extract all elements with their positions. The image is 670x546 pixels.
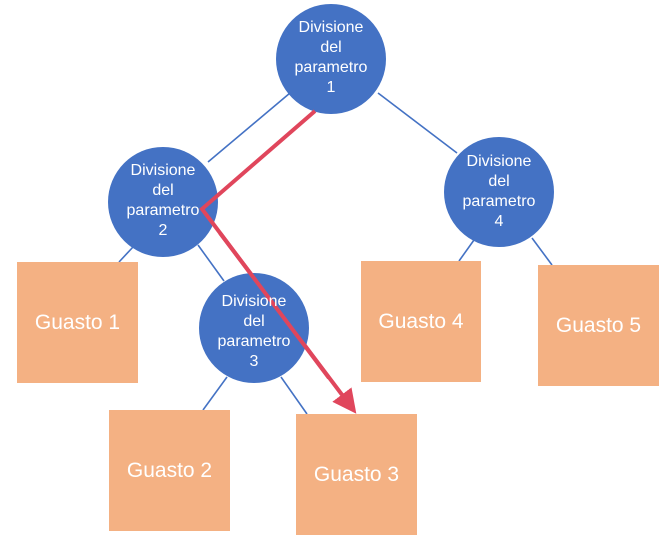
edge-split-4-fault-5: [531, 237, 553, 266]
label-line: 1: [326, 79, 336, 96]
leaf-node-fault-1[interactable]: [17, 262, 138, 383]
edge-split-3-fault-2: [202, 376, 228, 411]
label-line: parametro: [294, 59, 368, 76]
decision-node-label-split-3: Divisione del parametro 3: [199, 292, 309, 372]
label-line: Divisione: [130, 162, 196, 179]
edge-split-4-fault-4: [458, 239, 475, 262]
label-line: del: [320, 39, 342, 56]
decision-node-label-split-2: Divisione del parametro 2: [108, 161, 218, 241]
label-line: parametro: [462, 193, 536, 210]
edges: [118, 92, 553, 415]
leaf-node-label-fault-5: Guasto 5: [555, 313, 642, 337]
leaf-nodes: [17, 261, 659, 535]
label-line: del: [152, 182, 174, 199]
edge-split-2-fault-1: [118, 246, 134, 263]
leaf-node-label-fault-4: Guasto 4: [378, 309, 464, 333]
leaf-node-label-fault-2: Guasto 2: [126, 458, 213, 482]
edge-split-3-fault-3: [280, 376, 308, 415]
label-line: 4: [494, 213, 504, 230]
leaf-node-fault-4[interactable]: [361, 261, 481, 382]
leaf-node-fault-5[interactable]: [538, 265, 659, 386]
decision-node-label-split-4: Divisione del parametro 4: [444, 152, 554, 232]
label-line: del: [243, 313, 265, 330]
leaf-node-fault-2[interactable]: [109, 410, 230, 531]
leaf-node-label-fault-3: Guasto 3: [313, 462, 400, 486]
label-line: Divisione: [466, 153, 532, 170]
decision-node-split-1[interactable]: [276, 4, 386, 114]
leaf-node-fault-3[interactable]: [296, 414, 417, 535]
label-line: Divisione: [221, 293, 287, 310]
label-line: Divisione: [298, 19, 364, 36]
edge-split-1-split-4: [377, 92, 458, 154]
decision-node-split-3[interactable]: [199, 273, 309, 383]
decision-node-split-4[interactable]: [444, 137, 554, 247]
label-line: 3: [249, 353, 259, 370]
label-line: parametro: [126, 202, 200, 219]
leaf-node-label-fault-1: Guasto 1: [34, 310, 121, 334]
decision-node-split-2[interactable]: [108, 147, 218, 257]
decision-node-label-split-1: Divisione del parametro 1: [276, 18, 386, 98]
label-line: 2: [158, 222, 168, 239]
edge-split-2-split-3: [197, 244, 225, 282]
edge-split-1-split-2: [207, 92, 291, 163]
label-line: parametro: [217, 333, 291, 350]
label-line: del: [488, 173, 510, 190]
highlighted-path-overlay: [218, 231, 331, 380]
decision-nodes: [108, 4, 554, 257]
